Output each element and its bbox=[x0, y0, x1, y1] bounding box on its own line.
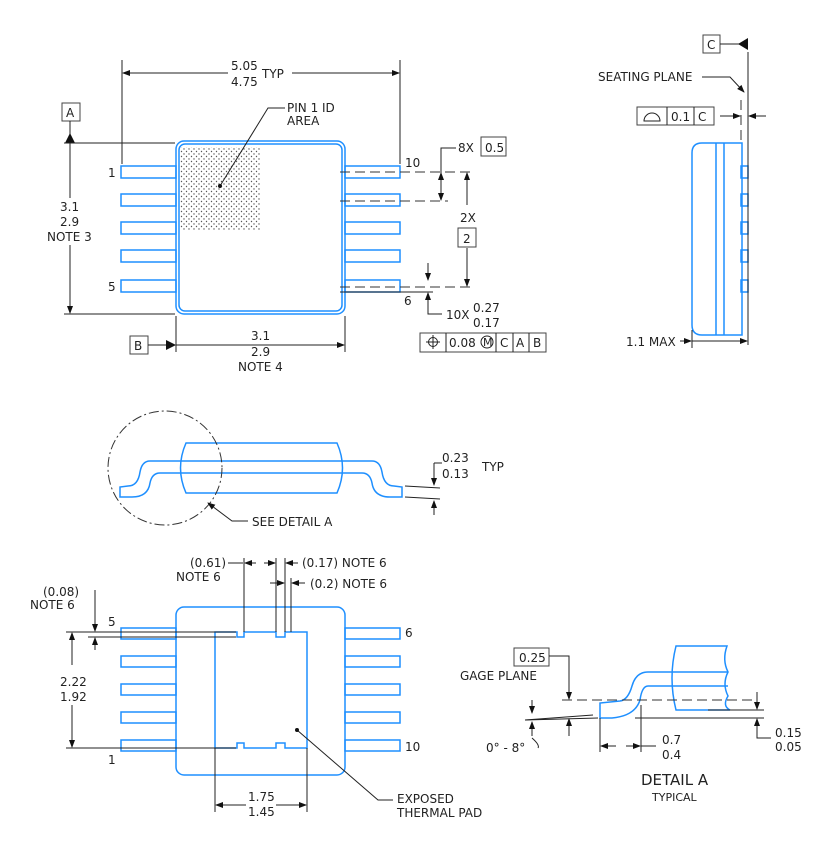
thermal-pad-label: THERMAL PAD bbox=[396, 806, 482, 820]
length-note: NOTE 3 bbox=[47, 230, 92, 244]
standoff-max: 0.15 bbox=[775, 726, 802, 740]
datum-c: C bbox=[707, 38, 715, 52]
svg-text:B: B bbox=[533, 336, 541, 350]
see-detail-label: SEE DETAIL A bbox=[252, 515, 333, 529]
pad-length-max: 2.22 bbox=[60, 675, 87, 689]
length-min: 2.9 bbox=[60, 215, 79, 229]
angle-label: 0° - 8° bbox=[486, 741, 525, 755]
mmc-icon bbox=[480, 335, 494, 349]
standoff-min: 0.05 bbox=[775, 740, 802, 754]
height-max: 1.1 MAX bbox=[626, 335, 676, 349]
body-note: NOTE 4 bbox=[238, 360, 283, 374]
pad-length-min: 1.92 bbox=[60, 690, 87, 704]
pitch-count: 8X bbox=[458, 141, 474, 155]
pin-10-label: 10 bbox=[405, 156, 420, 170]
svg-text:C: C bbox=[500, 336, 508, 350]
foot-max: 0.7 bbox=[662, 733, 681, 747]
thermal-pad bbox=[214, 631, 308, 749]
pin1-id-label: PIN 1 ID bbox=[287, 101, 335, 115]
svg-text:C: C bbox=[698, 110, 706, 124]
pin-10-label: 10 bbox=[405, 740, 420, 754]
exposed-label: EXPOSED bbox=[397, 792, 454, 806]
detail-a-subtitle: TYPICAL bbox=[651, 791, 698, 804]
pin-5-label: 5 bbox=[108, 280, 116, 294]
datum-b: B bbox=[134, 339, 142, 353]
width-max: 5.05 bbox=[231, 59, 258, 73]
thickness-typ: TYP bbox=[481, 460, 504, 474]
lead-max: 0.27 bbox=[473, 301, 500, 315]
datum-a: A bbox=[66, 106, 75, 120]
length-max: 3.1 bbox=[60, 200, 79, 214]
pin-5-label: 5 bbox=[108, 615, 116, 629]
width-min: 4.75 bbox=[231, 75, 258, 89]
lead-min: 0.17 bbox=[473, 316, 500, 330]
pin-6-label: 6 bbox=[404, 294, 412, 308]
d008-note: NOTE 6 bbox=[30, 598, 75, 612]
d008-value: (0.08) bbox=[43, 585, 79, 599]
gage-plane-label: GAGE PLANE bbox=[460, 669, 537, 683]
span-count: 2X bbox=[460, 211, 476, 225]
svg-text:A: A bbox=[516, 336, 525, 350]
svg-text:0.1: 0.1 bbox=[671, 110, 690, 124]
span-value: 2 bbox=[463, 232, 471, 246]
feature-control-frame: 0.08 M C A B bbox=[419, 332, 547, 353]
profile-view: SEE DETAIL A 0.23 0.13 TYP bbox=[107, 410, 504, 529]
pin-1-label: 1 bbox=[108, 753, 116, 767]
body-min: 2.9 bbox=[251, 345, 270, 359]
body-max: 3.1 bbox=[251, 329, 270, 343]
thickness-max: 0.23 bbox=[442, 451, 469, 465]
svg-text:0.08: 0.08 bbox=[449, 336, 476, 350]
d017-label: (0.17) NOTE 6 bbox=[302, 556, 387, 570]
detail-a-title: DETAIL A bbox=[641, 771, 709, 789]
d02-label: (0.2) NOTE 6 bbox=[310, 577, 387, 591]
pin1-id-area bbox=[180, 147, 260, 230]
d061-note: NOTE 6 bbox=[176, 570, 221, 584]
bottom-leads bbox=[120, 627, 401, 752]
detail-a: 0.25 GAGE PLANE 0° - 8° 0.7 0.4 0.15 0.0… bbox=[460, 645, 802, 804]
left-leads bbox=[120, 165, 177, 293]
right-leads bbox=[344, 165, 401, 293]
foot-min: 0.4 bbox=[662, 748, 681, 762]
width-typ: TYP bbox=[261, 67, 284, 81]
flatness-icon bbox=[643, 112, 661, 122]
lead-count: 10X bbox=[446, 308, 470, 322]
pitch-value: 0.5 bbox=[485, 141, 504, 155]
top-view: 5.05 4.75 TYP PIN 1 ID AREA A 3.1 2.9 NO… bbox=[47, 59, 547, 374]
seating-plane-label: SEATING PLANE bbox=[598, 70, 692, 84]
detail-circle bbox=[107, 410, 223, 526]
pad-width-min: 1.45 bbox=[248, 805, 275, 819]
thickness-min: 0.13 bbox=[442, 467, 469, 481]
svg-text:M: M bbox=[483, 336, 493, 349]
pin1-area-label: AREA bbox=[287, 114, 320, 128]
bottom-view: 5 6 1 10 2.22 1.92 (0.08) NOTE 6 (0.61) … bbox=[30, 556, 482, 820]
side-view: C SEATING PLANE 0.1 C 1.1 MAX bbox=[598, 34, 766, 349]
pin-1-label: 1 bbox=[108, 166, 116, 180]
pin-6-label: 6 bbox=[405, 626, 413, 640]
d061-value: (0.61) bbox=[190, 556, 226, 570]
pad-width-max: 1.75 bbox=[248, 790, 275, 804]
gage-value: 0.25 bbox=[519, 651, 546, 665]
